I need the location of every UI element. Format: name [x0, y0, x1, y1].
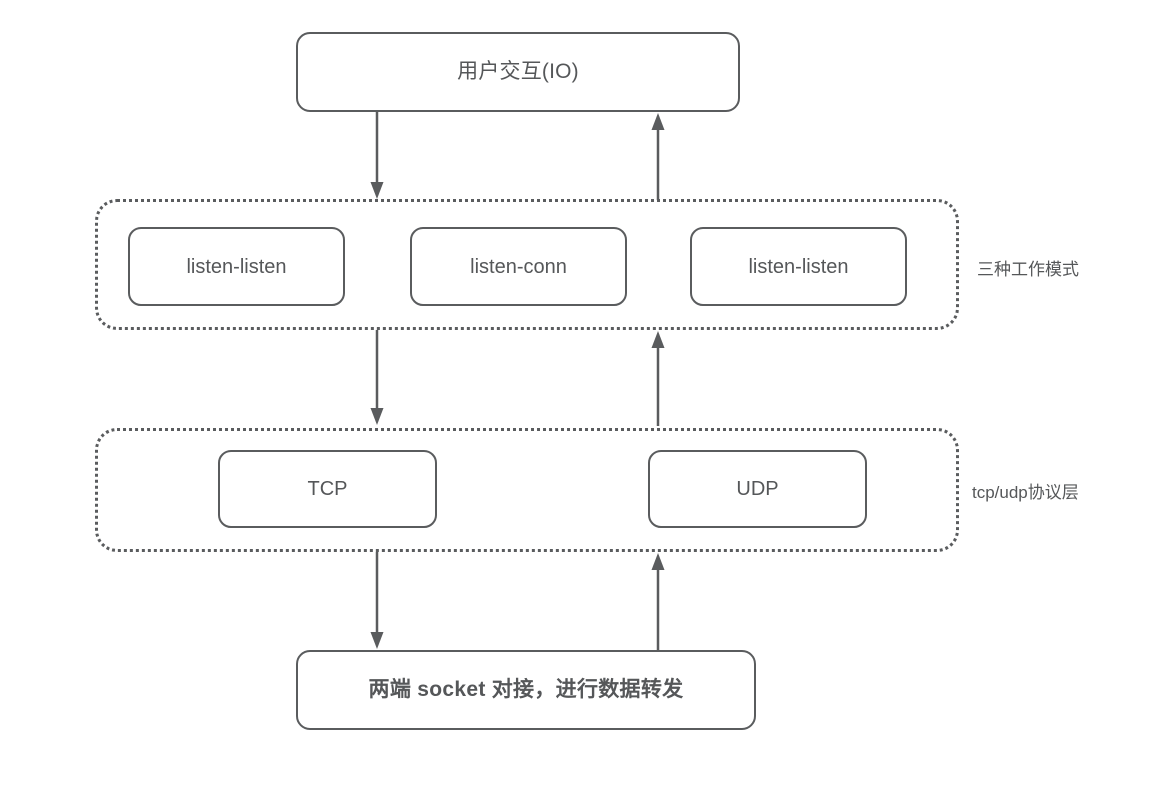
arrow-modes-to-protocols	[362, 330, 392, 426]
arrow-protocols-to-modes	[643, 330, 673, 426]
node-protocol-tcp[interactable]: TCP	[218, 450, 437, 528]
node-mode-listen-listen-2-label: listen-listen	[748, 255, 849, 278]
node-user-interaction-io-label: 用户交互(IO)	[457, 60, 579, 84]
node-mode-listen-conn[interactable]: listen-conn	[410, 227, 627, 306]
group-protocol-layer	[95, 428, 959, 552]
node-socket-forwarding-label: 两端 socket 对接，进行数据转发	[368, 678, 684, 702]
arrow-protocols-to-socket	[362, 552, 392, 650]
node-protocol-udp-label: UDP	[736, 478, 779, 500]
node-mode-listen-listen-2[interactable]: listen-listen	[690, 227, 907, 306]
node-protocol-tcp-label: TCP	[307, 478, 348, 500]
group-label-protocol-layer: tcp/udp协议层	[972, 483, 1079, 502]
node-mode-listen-listen-1[interactable]: listen-listen	[128, 227, 345, 306]
arrow-io-to-modes	[362, 112, 392, 200]
node-protocol-udp[interactable]: UDP	[648, 450, 867, 528]
node-mode-listen-listen-1-label: listen-listen	[186, 255, 287, 278]
node-socket-forwarding[interactable]: 两端 socket 对接，进行数据转发	[296, 650, 756, 730]
arrow-modes-to-io	[643, 112, 673, 200]
arrow-socket-to-protocols	[643, 552, 673, 650]
node-user-interaction-io[interactable]: 用户交互(IO)	[296, 32, 740, 112]
group-working-modes	[95, 199, 959, 330]
group-label-working-modes: 三种工作模式	[977, 260, 1079, 279]
node-mode-listen-conn-label: listen-conn	[470, 255, 567, 278]
